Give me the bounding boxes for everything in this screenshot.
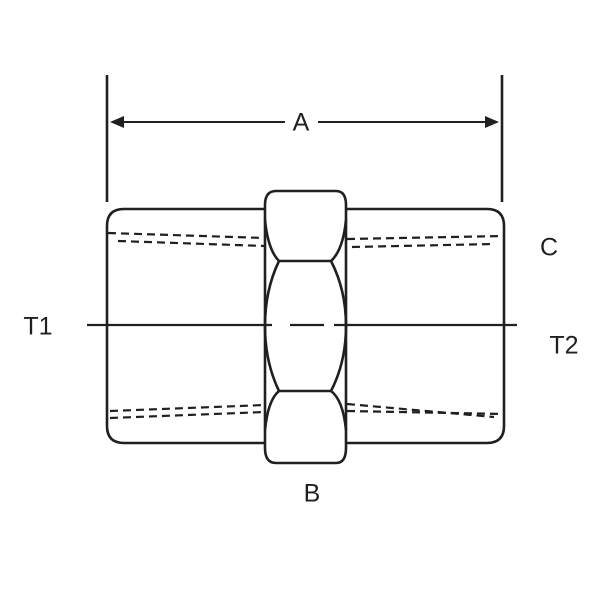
- label-c: C: [539, 233, 559, 262]
- label-a: A: [292, 108, 310, 137]
- label-b: B: [303, 479, 321, 508]
- hex-nut: [263, 189, 348, 465]
- dimension-a: [105, 75, 504, 202]
- label-t2: T2: [549, 331, 579, 360]
- thread-lines: [107, 231, 504, 420]
- label-t1: T1: [23, 312, 53, 341]
